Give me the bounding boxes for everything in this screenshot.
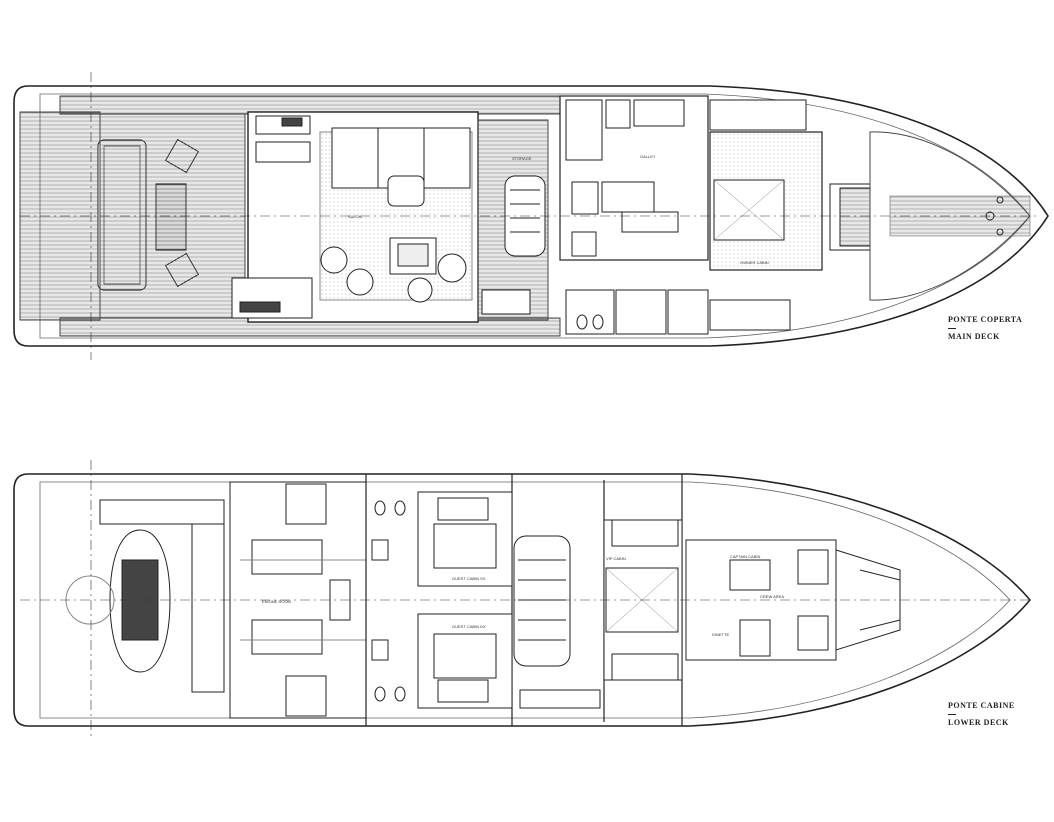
lower-deck-label-en: LOWER DECK [948,718,1009,727]
dinette-label: DINETTE [712,632,729,637]
main-deck-label-divider [948,328,956,329]
galley-label: GALLEY [640,154,656,159]
lower-deck-label-divider [948,714,956,715]
guest-cabin-sx-label: GUEST CABIN SX [452,576,486,581]
main-deck-label-it: PONTE COPERTA [948,315,1023,324]
owner-cabin-label: OWNER CABIN [740,260,769,265]
engine-room-label: ENGINE ROOM [262,599,291,604]
lower-deck-hull [13,473,1032,727]
saloon-label: SALON [348,214,362,219]
captain-cabin-label: CAPTAIN CABIN [730,554,760,559]
storage-label: STORAGE [512,156,532,161]
main-deck-label-en: MAIN DECK [948,332,1000,341]
main-deck-plan [13,72,1049,360]
lower-deck-plan [13,460,1032,740]
main-deck-hull [13,85,1049,347]
crew-area-label: CREW AREA [760,594,784,599]
vip-cabin-label: VIP CABIN [606,556,626,561]
guest-cabin-dx-label: GUEST CABIN DX [452,624,486,629]
lower-deck-label-it: PONTE CABINE [948,701,1015,710]
